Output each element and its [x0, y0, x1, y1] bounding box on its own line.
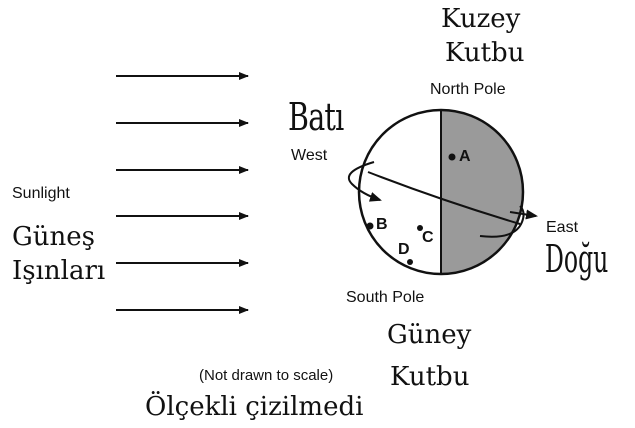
point-d-dot	[407, 259, 413, 265]
sunlight-label: Sunlight	[12, 185, 70, 202]
point-b-label: B	[376, 216, 388, 233]
scale-note: (Not drawn to scale)	[199, 367, 334, 384]
point-d-label: D	[398, 241, 410, 258]
point-a-label: A	[459, 148, 471, 165]
sunlight-label-tr-1: Güneş	[12, 222, 95, 252]
rotation-arrow-icon	[347, 161, 538, 238]
scale-note-tr: Ölçekli çizilmedi	[145, 392, 364, 422]
west-label-tr: Batı	[288, 95, 344, 139]
sunlight-label-tr-2: Işınları	[12, 256, 106, 286]
east-label-tr: Doğu	[545, 237, 609, 281]
west-label: West	[291, 147, 328, 164]
south-pole-label: South Pole	[346, 289, 425, 306]
sunlight-rays	[116, 72, 249, 314]
point-c-dot	[417, 225, 423, 231]
south-pole-label-tr-2: Kutbu	[390, 362, 470, 392]
earth-outline	[357, 108, 525, 276]
north-pole-label-tr-1: Kuzey	[441, 4, 521, 34]
point-a-dot	[448, 153, 456, 161]
point-c-label: C	[422, 229, 434, 246]
north-pole-label-tr-2: Kutbu	[445, 38, 525, 68]
east-label: East	[546, 219, 579, 236]
north-pole-label: North Pole	[430, 81, 506, 98]
point-b-dot	[366, 222, 374, 230]
earth-globe	[357, 108, 525, 276]
equator-line	[367, 171, 521, 225]
south-pole-label-tr-1: Güney	[387, 320, 472, 350]
